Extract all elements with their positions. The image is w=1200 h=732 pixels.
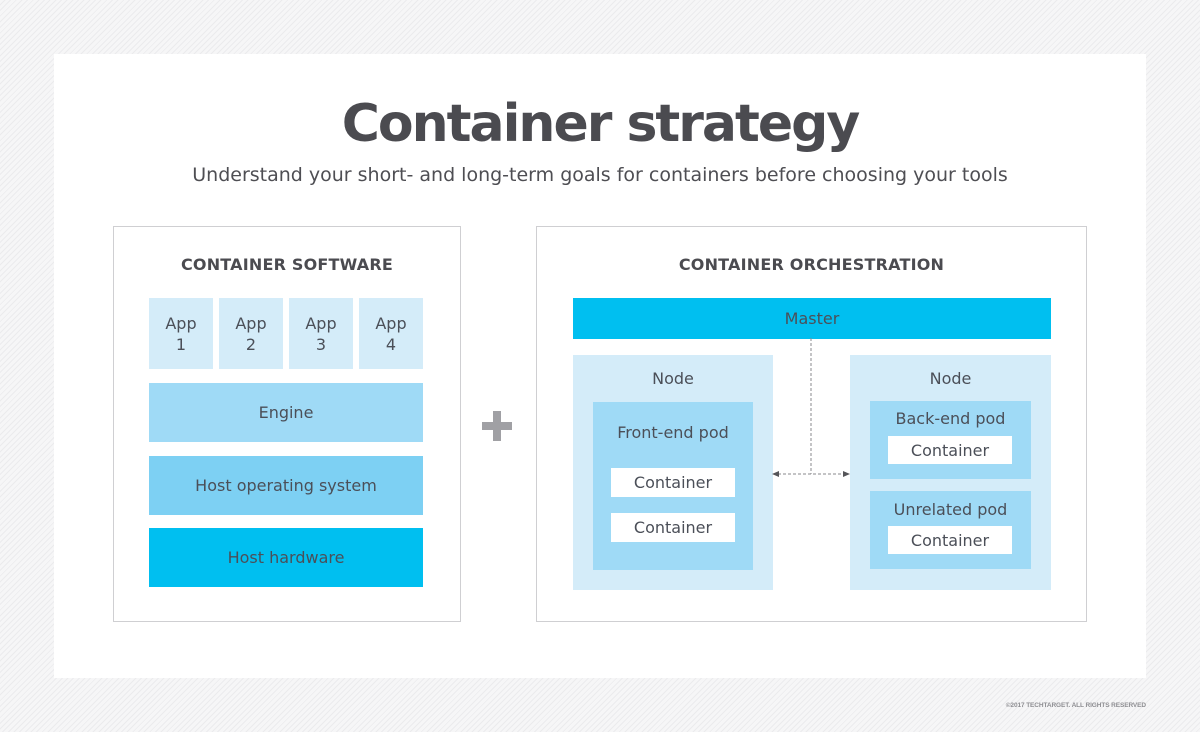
host-os-layer: Host operating system: [149, 456, 423, 515]
app-box-3: App 3: [289, 298, 353, 369]
app-box-2: App 2: [219, 298, 283, 369]
plus-icon-vertical: [493, 411, 501, 441]
engine-layer: Engine: [149, 383, 423, 442]
pod-label: Back-end pod: [895, 409, 1006, 428]
container-orchestration-panel: CONTAINER ORCHESTRATION Master Node Fron…: [536, 226, 1087, 622]
app-number: 1: [175, 334, 187, 354]
host-hardware-layer: Host hardware: [149, 528, 423, 587]
app-number: 4: [385, 334, 397, 354]
node-label: Node: [929, 369, 972, 388]
container-box: Container: [611, 468, 735, 497]
master-bar: Master: [573, 298, 1051, 339]
container-software-panel: CONTAINER SOFTWARE App 1 App 2 App 3 App…: [113, 226, 461, 622]
app-box-4: App 4: [359, 298, 423, 369]
unrelated-pod: Unrelated pod Container: [870, 491, 1031, 569]
copyright-footer: ©2017 TECHTARGET. ALL RIGHTS RESERVED: [1005, 702, 1146, 709]
node-2: Node Back-end pod Container Unrelated po…: [850, 355, 1051, 590]
app-box-1: App 1: [149, 298, 213, 369]
page-subtitle: Understand your short- and long-term goa…: [192, 164, 1008, 186]
node-1: Node Front-end pod Container Container: [573, 355, 773, 590]
pod-label: Unrelated pod: [893, 500, 1008, 519]
container-box: Container: [888, 526, 1012, 554]
app-label: App: [165, 313, 197, 333]
arrow-left-icon: [772, 471, 779, 477]
front-end-pod: Front-end pod Container Container: [593, 402, 753, 570]
app-number: 2: [245, 334, 257, 354]
back-end-pod: Back-end pod Container: [870, 401, 1031, 479]
app-number: 3: [315, 334, 327, 354]
app-label: App: [235, 313, 267, 333]
container-box: Container: [888, 436, 1012, 464]
pod-label: Front-end pod: [617, 423, 729, 442]
page-title: Container strategy: [341, 94, 861, 154]
node-label: Node: [652, 369, 694, 388]
app-label: App: [305, 313, 337, 333]
container-software-heading: CONTAINER SOFTWARE: [180, 255, 394, 274]
app-label: App: [375, 313, 407, 333]
arrow-right-icon: [843, 471, 850, 477]
container-box: Container: [611, 513, 735, 542]
container-orchestration-heading: CONTAINER ORCHESTRATION: [678, 255, 945, 274]
